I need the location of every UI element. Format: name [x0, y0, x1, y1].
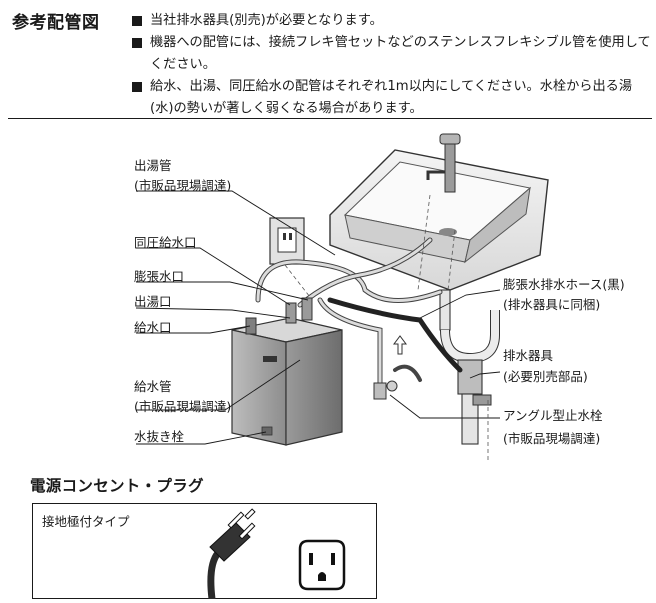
label-hot-water-pipe-note: (市販品現場調達)	[134, 178, 232, 193]
note-item: 当社排水器具(別売)が必要となります。	[130, 10, 652, 32]
drain-pipe-icon	[439, 289, 500, 445]
dashed-guides	[284, 194, 489, 460]
grounded-type-label: 接地極付タイプ	[42, 514, 130, 529]
note-item: 給水、出湯、同圧給水の配管はそれぞれ1m以内にしてください。水栓から出る湯(水)…	[130, 76, 652, 120]
label-water-inlet: 給水口	[134, 320, 172, 335]
label-expansion-hose: 膨張水排水ホース(黒)	[503, 277, 625, 292]
flow-arrow-icon	[393, 335, 407, 355]
label-angle-valve: アングル型止水栓	[503, 408, 603, 423]
piping-diagram	[135, 133, 549, 460]
note-text: 給水、出湯、同圧給水の配管はそれぞれ1m以内にしてください。水栓から出る湯(水)…	[150, 79, 633, 116]
grounded-plug-icon	[207, 508, 256, 599]
divider	[8, 118, 652, 119]
sink-basin-icon	[329, 133, 549, 291]
notes-list: 当社排水器具(別売)が必要となります。 機器への配管には、接続フレキ管セットなど…	[130, 10, 652, 120]
label-water-supply-pipe-note: (市販品現場調達)	[134, 399, 232, 414]
label-drain-fitting: 排水器具	[503, 348, 554, 363]
section-heading: 参考配管図	[12, 13, 100, 33]
label-expansion-outlet: 膨張水口	[134, 269, 185, 284]
water-heater-icon	[231, 297, 343, 446]
flex-hoses-icon	[255, 237, 463, 388]
label-drain-fitting-note: (必要別売部品)	[503, 369, 588, 384]
label-hot-water-pipe: 出湯管	[134, 158, 172, 173]
leader-lines	[135, 190, 501, 445]
label-water-supply-pipe: 給水管	[134, 379, 172, 394]
power-section-title: 電源コンセント・プラグ	[30, 477, 204, 495]
note-text: 当社排水器具(別売)が必要となります。	[150, 13, 383, 28]
bullet-square-icon	[132, 16, 142, 26]
label-drain-plug: 水抜き栓	[134, 429, 185, 444]
label-angle-valve-note: (市販品現場調達)	[503, 431, 601, 446]
power-box	[32, 503, 377, 599]
angle-valve-icon	[373, 380, 398, 400]
bullet-square-icon	[132, 38, 142, 48]
label-expansion-hose-note: (排水器具に同梱)	[503, 297, 601, 312]
grounded-outlet-icon	[298, 539, 346, 591]
power-illustrations	[207, 508, 346, 599]
bullet-square-icon	[132, 82, 142, 92]
label-same-pressure-inlet: 同圧給水口	[134, 235, 197, 250]
label-hot-water-outlet: 出湯口	[134, 294, 172, 309]
note-text: 機器への配管には、接続フレキ管セットなどのステンレスフレキシブル管を使用してくだ…	[150, 35, 651, 72]
note-item: 機器への配管には、接続フレキ管セットなどのステンレスフレキシブル管を使用してくだ…	[130, 32, 652, 76]
